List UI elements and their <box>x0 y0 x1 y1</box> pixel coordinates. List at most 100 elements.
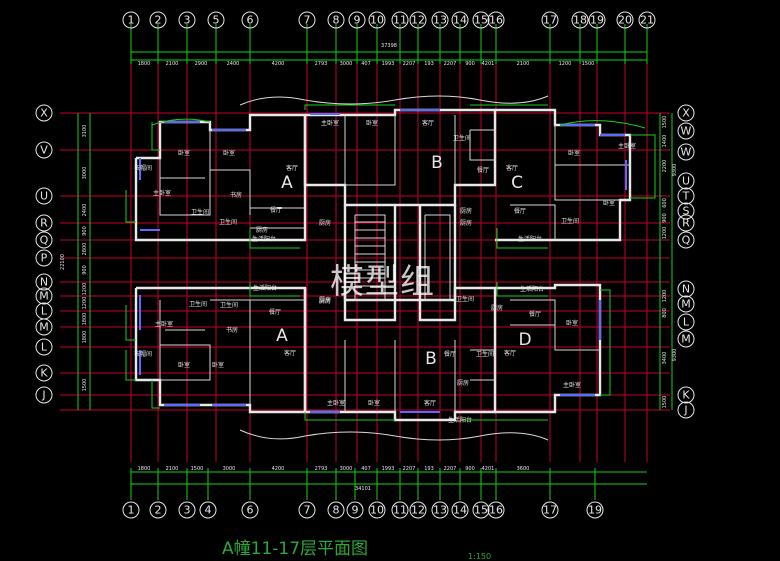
axis-bubble-left-circle <box>35 287 53 305</box>
axis-bubble-left-circle <box>35 338 53 356</box>
axis-bubble-bottom-circle <box>346 501 364 519</box>
axis-bubble-bottom: 7 <box>304 504 311 517</box>
room-label: 厨房 <box>319 296 331 304</box>
stair-core <box>343 205 397 322</box>
room-label: 生活阳台 <box>252 235 276 243</box>
axis-bubble-bottom-circle <box>298 501 316 519</box>
room-label: 卫生间 <box>191 208 209 216</box>
axis-bubble-bottom: 6 <box>247 504 254 517</box>
dimension-value: 3600 <box>517 466 530 472</box>
axis-bubble-right: K <box>682 389 690 402</box>
room-label: 客厅 <box>286 164 298 172</box>
stair-core <box>418 205 457 322</box>
axis-bubble-top: 21 <box>640 14 654 27</box>
axis-bubble-bottom-circle <box>241 501 259 519</box>
axis-bubble-left-circle <box>35 386 53 404</box>
dimension-value: 3100 <box>82 125 88 138</box>
axis-bubble-top: 17 <box>543 14 557 27</box>
axis-bubble-bottom: 15 <box>474 504 488 517</box>
axis-bubble-top: 2 <box>155 14 162 27</box>
axis-bubble-top-circle <box>207 11 225 29</box>
dimension-value: 900 <box>82 265 88 275</box>
room-label: 卧室 <box>366 119 378 127</box>
axis-bubble-top: 6 <box>247 14 254 27</box>
dimension-lines <box>77 24 673 500</box>
axis-bubble-left: M <box>39 290 49 303</box>
axis-bubble-top: 12 <box>411 14 425 27</box>
dimension-value: 3000 <box>340 61 353 67</box>
dimension-value: 900 <box>662 213 668 223</box>
dimension-value: 2100 <box>166 61 179 67</box>
axis-bubble-bottom: 17 <box>543 504 557 517</box>
dimension-value: 1800 <box>82 331 88 344</box>
room-label: 卫生间 <box>453 134 471 142</box>
axis-bubble-top-circle <box>638 11 656 29</box>
partition <box>554 125 620 201</box>
axis-bubble-bottom: 8 <box>333 504 340 517</box>
axis-bubble-left-circle <box>35 364 53 382</box>
axis-bubble-left-circle <box>35 273 53 291</box>
dimension-value: 2207 <box>444 466 457 472</box>
room-label: 厨房 <box>319 297 331 305</box>
room-label: 厨房 <box>319 219 331 227</box>
axis-bubble-bottom-circle <box>149 501 167 519</box>
axis-bubble-top: 3 <box>184 14 191 27</box>
building-outline <box>125 95 656 441</box>
axis-bubble-left: L <box>41 305 48 318</box>
axis-bubble-bottom-circle <box>487 501 505 519</box>
axis-bubble-top-circle <box>472 11 490 29</box>
axis-bubble-right-circle <box>677 122 695 140</box>
axis-bubble-bottom: 10 <box>370 504 384 517</box>
dimension-value: 407 <box>361 466 371 472</box>
room-label: 餐厅 <box>444 350 456 358</box>
room-label: 厨房 <box>460 219 472 227</box>
dimension-value: 2793 <box>315 61 328 67</box>
dimension-value: 1200 <box>662 227 668 240</box>
axis-bubble-left-circle <box>35 249 53 267</box>
dimension-value: 1500 <box>582 61 595 67</box>
dimension-value: 2100 <box>517 61 530 67</box>
axis-bubble-left-circle <box>35 318 53 336</box>
axis-bubble-bottom-circle <box>327 501 345 519</box>
room-label: 卧室 <box>603 199 615 207</box>
axis-bubble-top: 15 <box>474 14 488 27</box>
room-label: 生活阳台 <box>520 285 544 293</box>
wall-unit-a-top <box>134 113 307 242</box>
room-label: 卫生间 <box>456 295 474 303</box>
axis-bubble-top: 14 <box>453 14 467 27</box>
dimension-value: 3000 <box>223 466 236 472</box>
axis-bubble-top: 5 <box>213 14 220 27</box>
dimension-value: 1200 <box>559 61 572 67</box>
axis-bubble-left: V <box>40 144 48 157</box>
axis-bubble-bottom: 9 <box>352 504 359 517</box>
dimension-value: 4200 <box>272 61 285 67</box>
dimension-total: 34101 <box>355 486 371 492</box>
room-labels: 卧室卧室客厅主卧室卫生间餐厅书房厨房卫生间生活阳台衣帽间主卧室卧室客厅厨房卫生间… <box>134 119 636 424</box>
room-label: 餐厅 <box>269 308 281 316</box>
axis-bubble-left: R <box>40 217 48 230</box>
room-label: 卧室 <box>212 361 224 369</box>
axis-bubble-top-circle <box>122 11 140 29</box>
axis-bubble-left: K <box>40 367 48 380</box>
dimension-value: 1200 <box>82 297 88 310</box>
axis-bubble-bottom: 12 <box>411 504 425 517</box>
axis-bubble-top: 9 <box>354 14 361 27</box>
axis-bubble-top-circle <box>178 11 196 29</box>
room-label: 卧室 <box>368 399 380 407</box>
dimension-total: 9300 <box>672 349 678 362</box>
axis-bubble-right: W <box>681 125 692 138</box>
room-label: 客厅 <box>424 399 436 407</box>
axis-bubble-top: 11 <box>393 14 407 27</box>
axis-bubble-right: Q <box>682 234 691 247</box>
room-label: 卧室 <box>568 149 580 157</box>
axis-bubble-bottom-circle <box>409 501 427 519</box>
axis-bubble-bottom: 16 <box>489 504 503 517</box>
axis-bubble-top: 1 <box>128 14 135 27</box>
axis-bubble-right: R <box>682 217 690 230</box>
axis-bubble-bottom: 19 <box>588 504 602 517</box>
room-label: 衣帽间 <box>134 164 152 172</box>
axis-bubble-top-circle <box>588 11 606 29</box>
